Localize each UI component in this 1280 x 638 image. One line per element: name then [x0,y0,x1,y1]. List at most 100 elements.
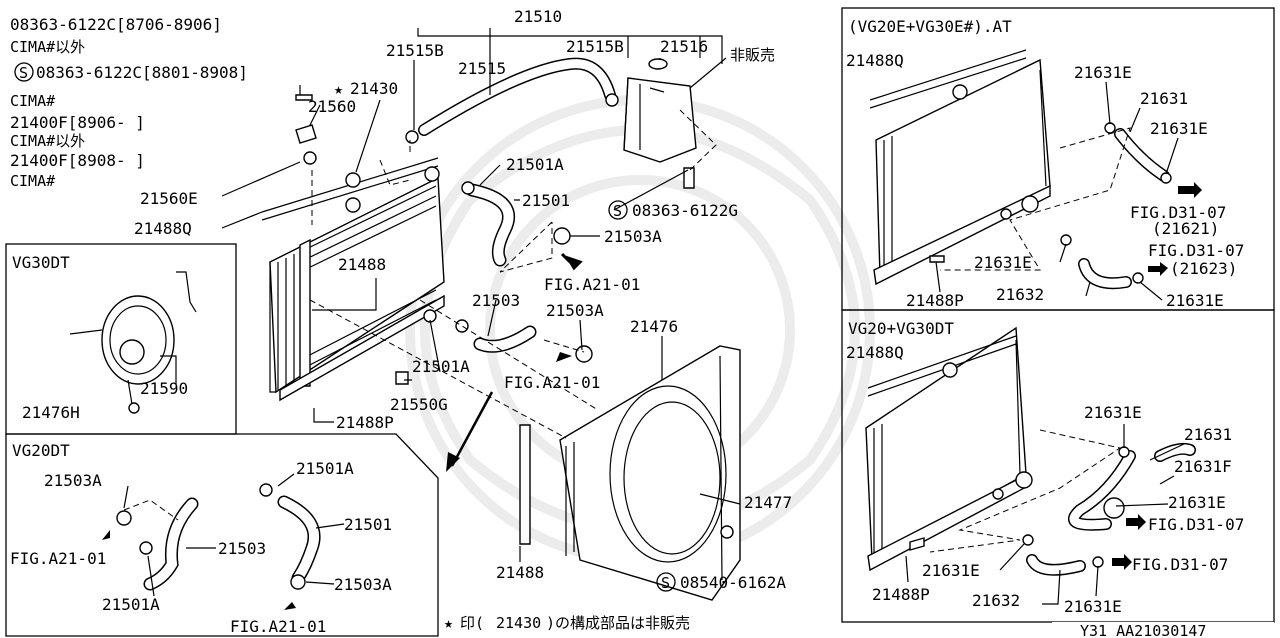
label-not-for-sale: 非販売 [730,46,775,64]
main-radiator [261,94,445,402]
s-mark-icon [608,200,628,220]
label-21503A-b: 21503A [546,301,604,320]
label-21501A-b: 21501A [412,357,470,376]
label-21510: 21510 [514,7,562,26]
vg20dt-label-21503A-b: 21503A [334,575,392,594]
vg20dt-label-fig-a21-01-b: FIG.A21-01 [230,617,326,636]
vg20-title: VG20+VG30DT [848,319,954,338]
svg-text:S: S [661,574,670,592]
at-title: (VG20E+VG30E#).AT [848,17,1012,36]
at-label-21631E-b: 21631E [1150,119,1208,138]
reservoir-tank-21516 [623,58,697,189]
vg20dt-label-21501A: 21501A [102,595,160,614]
vg20dt-label-21503A: 21503A [44,471,102,490]
label-21515B-a: 21515B [386,41,444,60]
dashed-leaders [309,109,717,439]
label-21488: 21488 [338,255,386,274]
arrow-icon [1178,182,1202,198]
label-21550G: 21550G [390,395,448,414]
at-label-21623: (21623) [1170,259,1237,278]
label-21560: 21560 [308,97,356,116]
note-cima-bolt-1: 08363-6122C[8706-8906] [10,15,222,34]
label-08540-6162A: 08540-6162A [680,573,786,592]
vg20-label-21488Q: 21488Q [846,343,904,362]
note-cima-bolt-2: 08363-6122C[8801-8908] [36,63,248,82]
footnote-code: 21430 [496,614,541,632]
vg20-label-21631E-d: 21631E [1064,597,1122,616]
label-21590: 21590 [140,379,188,398]
vg20-radiator [865,326,1196,576]
at-radiator [869,49,1202,290]
label-21515B-b: 21515B [566,37,624,56]
label-21516: 21516 [660,37,708,56]
label-21488P: 21488P [336,413,394,432]
label-21477: 21477 [744,493,792,512]
label-21560E: 21560E [140,189,198,208]
footnote-prefix: 印( [460,614,484,632]
vg20-label-21488P: 21488P [872,585,930,604]
note-cima-1: CIMA# [10,92,55,110]
label-fig-a21-01: FIG.A21-01 [544,275,640,294]
svg-text:S: S [19,64,28,82]
label-21476: 21476 [630,317,678,336]
vg20-label-fig-d31-07-b: FIG.D31-07 [1132,555,1228,574]
vg20-label-21631F: 21631F [1174,457,1232,476]
at-label-21631: 21631 [1140,89,1188,108]
vg30dt-fan-motor-21590 [69,271,197,414]
at-label-fig-d31-07-b: FIG.D31-07 [1148,241,1244,260]
label-21503: 21503 [472,291,520,310]
arrow-icon [1126,514,1146,530]
at-label-21632: 21632 [996,285,1044,304]
vg20-label-fig-d31-07: FIG.D31-07 [1148,515,1244,534]
s-mark-icon [14,62,34,82]
vg20-label-21631E-b: 21631E [1168,493,1226,512]
at-label-21488P: 21488P [906,291,964,310]
label-fig-a21-01-b: FIG.A21-01 [504,373,600,392]
arrow-icon [1112,554,1132,570]
at-label-21631E-d: 21631E [1166,291,1224,310]
star-icon: ★ [334,80,343,98]
vg20dt-label-21503: 21503 [218,539,266,558]
fan-shroud-21476 [519,345,741,601]
note-21400F-2: 21400F[8908- ] [10,151,145,170]
at-label-21631E: 21631E [1074,63,1132,82]
vg20-label-21632: 21632 [972,591,1020,610]
label-21501A: 21501A [506,155,564,174]
label-21501: 21501 [522,191,570,210]
star-icon: ★ [444,614,453,632]
vg20dt-title: VG20DT [12,441,70,460]
vg20-label-21631E: 21631E [1084,403,1142,422]
at-label-21631E-c: 21631E [974,253,1032,272]
vg20-label-21631: 21631 [1184,425,1232,444]
at-label-fig-d31-07: FIG.D31-07 [1130,203,1226,222]
upper-hose-21515 [418,57,619,136]
note-cima-exc-2: CIMA#以外 [10,132,85,150]
vg30dt-title: VG30DT [12,253,70,272]
vg20-label-21631E-c: 21631E [922,561,980,580]
label-21503A: 21503A [604,227,662,246]
label-08363-6122G: 08363-6122G [632,201,738,220]
label-21515: 21515 [458,59,506,78]
leader-lines-main [221,28,741,562]
note-cima-2: CIMA# [10,172,55,190]
s-mark-icon [656,572,676,592]
label-21476H: 21476H [22,403,80,422]
label-21488-b: 21488 [496,563,544,582]
footnote-suffix: )の構成部品は非販売 [546,614,690,632]
vg20dt-label-21501A-b: 21501A [296,459,354,478]
label-21488Q: 21488Q [134,219,192,238]
svg-text:S: S [613,202,622,220]
vg20dt-hoses [102,483,321,610]
diagram-code: Y31 AA21030147 [1080,622,1206,638]
at-label-21621: (21621) [1152,219,1219,238]
label-21430: 21430 [350,79,398,98]
at-label-21488Q: 21488Q [846,51,904,70]
note-cima-exc-1: CIMA#以外 [10,38,85,56]
vg20dt-panel [5,433,439,637]
hose-21503 [455,319,593,363]
arrow-icon [1148,262,1168,276]
arrows [446,252,583,472]
vg20dt-label-21501: 21501 [344,515,392,534]
